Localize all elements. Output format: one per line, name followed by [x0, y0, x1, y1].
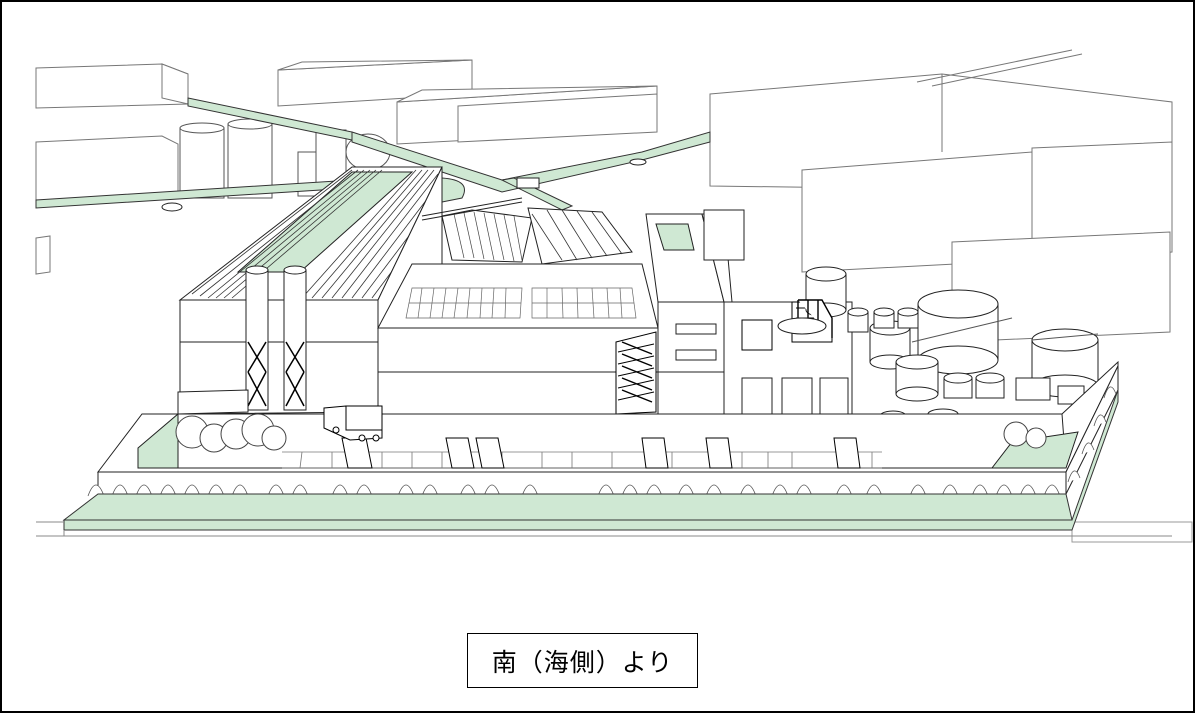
perimeter-wall	[96, 360, 1119, 495]
caption-text: 南（海側）より	[491, 647, 674, 677]
solar-roof-building	[377, 263, 659, 415]
plant-machinery	[421, 197, 633, 265]
trees	[87, 386, 1117, 497]
front-green-strip	[36, 389, 1172, 537]
main-building	[178, 166, 443, 415]
background-silos	[179, 118, 391, 199]
twin-stacks	[245, 265, 307, 411]
caption-box: 南（海側）より	[467, 633, 698, 688]
truck	[323, 405, 383, 442]
background-buildings	[35, 49, 1193, 543]
office-tower	[615, 209, 853, 415]
roads	[35, 97, 711, 212]
